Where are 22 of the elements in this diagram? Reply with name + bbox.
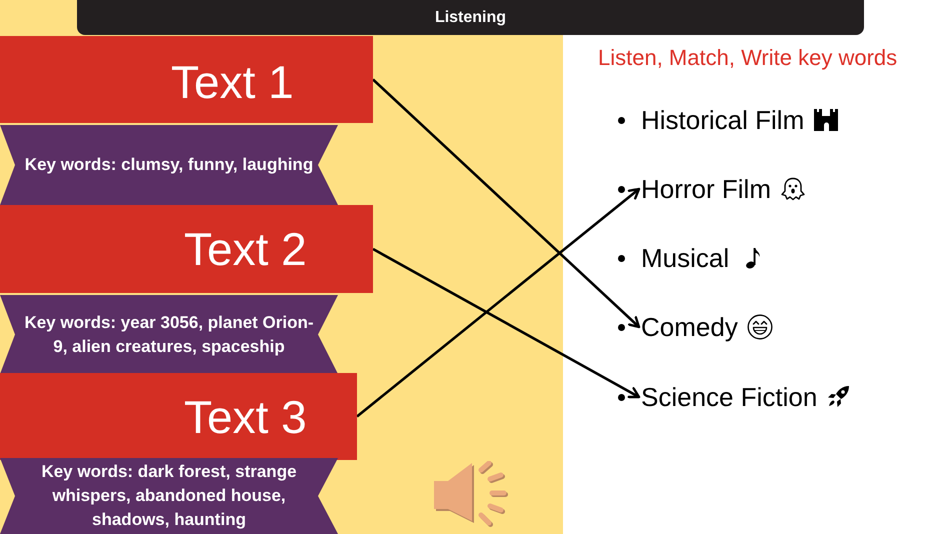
key-words-text: Key words: year 3056, planet Orion-9, alien creatures, spaceship (23, 312, 315, 358)
title-banner (0, 373, 357, 460)
banner-title: Text 1 (171, 59, 294, 105)
title-banner (0, 36, 373, 123)
banner-title: Text 2 (184, 226, 307, 272)
title-text: Listening (434, 8, 506, 28)
genre-label: Musical (641, 243, 730, 273)
genre-label: Science Fiction (641, 382, 818, 412)
genre-label: Comedy (641, 312, 738, 342)
key-words-text: Key words: clumsy, funny, laughing (24, 154, 314, 176)
key-words-text: Key words: dark forest, strange whispers, abandoned house, shadows, haunting (40, 461, 298, 531)
banner-title: Text 3 (184, 394, 307, 440)
arrow (356, 188, 640, 418)
instruction-text: Listen, Match, Write key words (598, 45, 898, 71)
genre-label: Horror Film (641, 174, 771, 204)
ribbon-banner (0, 125, 338, 205)
arrow (372, 78, 640, 328)
ribbon-banner (0, 295, 338, 374)
ribbon-banner (0, 458, 338, 534)
arrow (372, 248, 640, 398)
title-banner (0, 205, 373, 293)
genre-label: Historical Film (641, 105, 804, 135)
